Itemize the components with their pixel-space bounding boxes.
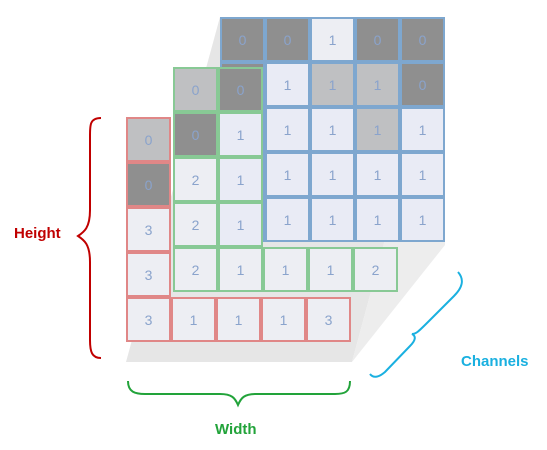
front_layer-cell: 3 xyxy=(126,252,171,297)
back_layer-cell: 0 xyxy=(400,62,445,107)
back_layer-cell: 1 xyxy=(310,62,355,107)
channels-label: Channels xyxy=(461,353,529,370)
back_layer-cell: 1 xyxy=(355,107,400,152)
back_layer-cell: 1 xyxy=(265,107,310,152)
front_layer-cell: 1 xyxy=(216,297,261,342)
back_layer-cell: 1 xyxy=(400,197,445,242)
back_layer-cell: 1 xyxy=(355,197,400,242)
middle_layer-cell: 0 xyxy=(173,112,218,157)
middle_layer-cell: 0 xyxy=(173,67,218,112)
width-label: Width xyxy=(215,421,257,438)
front_layer-cell: 3 xyxy=(126,207,171,252)
middle_layer-cell: 1 xyxy=(218,247,263,292)
middle_layer-cell: 2 xyxy=(173,202,218,247)
back_layer-cell: 0 xyxy=(355,17,400,62)
back_layer-cell: 1 xyxy=(355,62,400,107)
back_layer-cell: 1 xyxy=(265,62,310,107)
front_layer-cell: 3 xyxy=(306,297,351,342)
middle_layer-cell: 1 xyxy=(308,247,353,292)
back_layer-cell: 1 xyxy=(310,152,355,197)
middle_layer-cell: 2 xyxy=(173,247,218,292)
front_layer-cell: 0 xyxy=(126,117,171,162)
front_layer-cell: 1 xyxy=(261,297,306,342)
back_layer-cell: 0 xyxy=(220,17,265,62)
height-label: Height xyxy=(14,225,61,242)
middle_layer-cell: 1 xyxy=(263,247,308,292)
back_layer-cell: 1 xyxy=(265,152,310,197)
front_layer-cell: 3 xyxy=(126,297,171,342)
middle_layer-cell: 1 xyxy=(218,112,263,157)
back_layer-cell: 0 xyxy=(265,17,310,62)
back_layer-cell: 1 xyxy=(310,107,355,152)
back_layer-cell: 1 xyxy=(265,197,310,242)
back_layer-cell: 1 xyxy=(400,152,445,197)
front_layer-cell: 1 xyxy=(171,297,216,342)
back_layer-cell: 1 xyxy=(310,17,355,62)
front_layer-cell: 0 xyxy=(126,162,171,207)
back_layer-cell: 1 xyxy=(400,107,445,152)
middle_layer-cell: 2 xyxy=(353,247,398,292)
middle_layer-cell: 0 xyxy=(218,67,263,112)
middle_layer-cell: 1 xyxy=(218,202,263,247)
back_layer-cell: 1 xyxy=(310,197,355,242)
middle_layer-cell: 2 xyxy=(173,157,218,202)
back_layer-cell: 0 xyxy=(400,17,445,62)
back_layer-cell: 1 xyxy=(355,152,400,197)
middle_layer-cell: 1 xyxy=(218,157,263,202)
